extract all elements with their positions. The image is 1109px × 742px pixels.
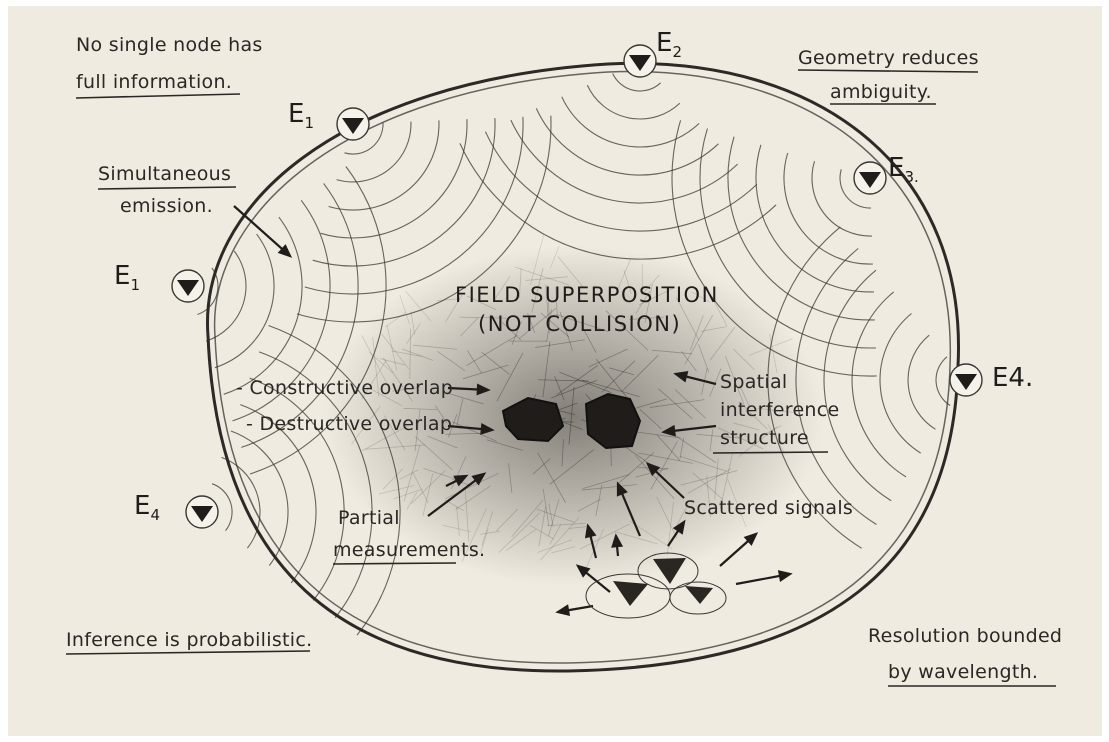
emitter-label-right: E4. [992,363,1033,393]
label-spatial-2: interference [720,399,840,421]
emitter-label-top-left: E1 [288,99,314,132]
label-spatial-3: structure [720,427,809,449]
emitter-label-top: E2 [656,28,682,61]
note-bottom-left: Inference is probabilistic. [66,629,312,651]
emitter-label-bottom-left: E4 [134,491,160,524]
object-right [586,394,640,448]
sketch-diagram: No single node has full information. Geo… [8,6,1102,736]
note-top-left-1: No single node has [76,34,263,56]
center-subtitle: (NOT COLLISION) [478,312,681,336]
note-emission-1: Simultaneous [98,163,231,185]
note-bottom-right-2: by wavelength. [888,661,1038,683]
label-partial-2: measurements. [333,539,485,561]
note-bottom-right-1: Resolution bounded [868,625,1062,647]
paper-sheet: No single node has full information. Geo… [8,6,1102,736]
label-partial-1: Partial [338,507,400,529]
label-scattered: Scattered signals [684,497,853,519]
label-destructive: - Destructive overlap [246,413,452,435]
label-spatial-1: Spatial [720,371,788,393]
center-title: FIELD SUPERPOSITION [455,283,719,307]
note-emission-2: emission. [120,195,213,217]
note-top-right-2: ambiguity. [830,81,932,103]
note-top-right-1: Geometry reduces [798,47,979,69]
label-constructive: - Constructive overlap [236,377,453,399]
note-top-left-2: full information. [76,71,232,93]
emitter-label-top-right: E3. [888,153,919,186]
emitter-label-left: E1 [114,261,140,294]
